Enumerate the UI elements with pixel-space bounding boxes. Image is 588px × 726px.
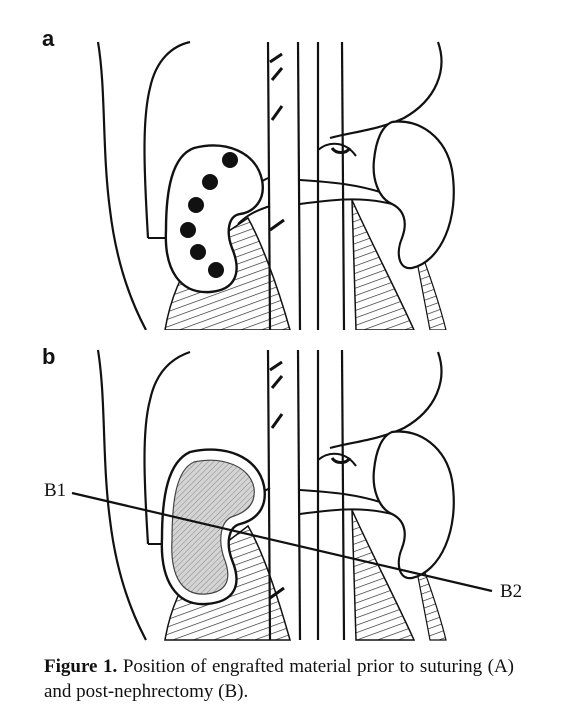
section-line [71,491,493,593]
graft-dot [188,197,204,213]
callout-b1: B1 [44,480,67,501]
caption-label: Figure 1. [44,656,118,677]
engrafted-material [171,459,255,595]
body-wall-line [96,349,147,641]
aorta-right-wall [296,41,302,330]
right-kidney [372,120,455,270]
aorta-left-wall [266,349,272,641]
figure-caption: Figure 1. Position of engrafted material… [44,654,514,704]
aorta-right-wall [296,349,302,641]
liver-edge [329,351,443,450]
callout-b2: B2 [500,581,523,602]
right-kidney [372,430,455,580]
vena-cava-right-wall [340,41,346,330]
panel-a: a [0,0,588,330]
left-kidney-graft-sites [164,144,264,294]
vena-cava-right-wall [340,349,346,641]
panel-label-b: b [42,344,56,369]
aorta-left-wall [266,41,272,330]
caption-text: Position of engrafted material prior to … [44,656,515,702]
right-psoas-muscle [351,509,416,641]
panel-label-a: a [42,26,55,51]
graft-dot [222,152,238,168]
graft-dot [190,244,206,260]
kidney-diagram-b [71,349,493,641]
peritoneum-line [143,40,191,239]
kidney-diagram-a [96,40,455,330]
liver-edge [329,41,443,140]
panel-b: b [0,330,588,650]
graft-dot [208,262,224,278]
graft-dot [202,174,218,190]
graft-dot [180,222,196,238]
peritoneum-line [143,350,191,545]
body-wall-line [96,41,147,330]
right-psoas-muscle [351,199,415,330]
